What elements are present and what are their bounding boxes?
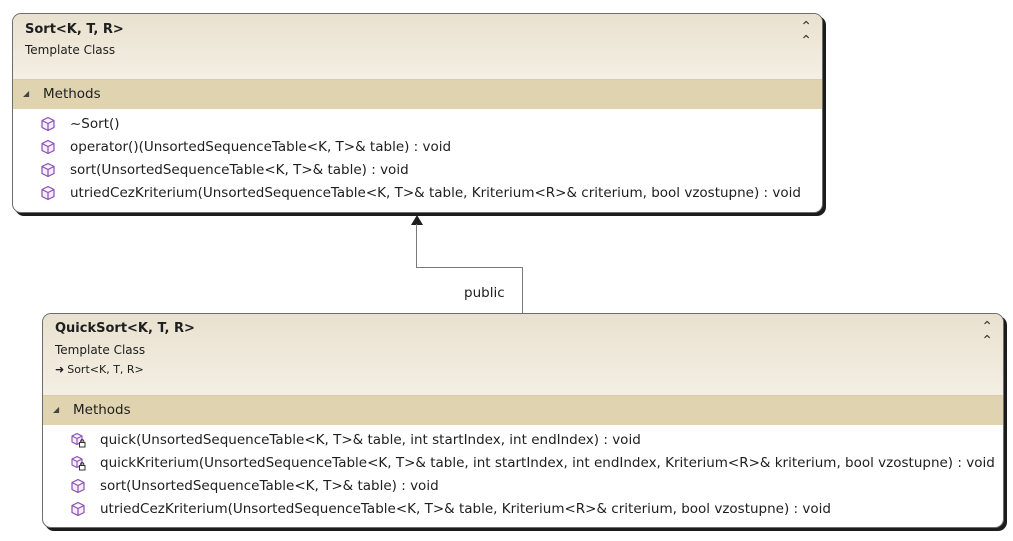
inherits-arrow-icon: ➜: [55, 363, 65, 376]
methods-list: ~Sort() operator()(UnsortedSequenceTable…: [13, 109, 822, 205]
method-icon: [41, 185, 55, 201]
method-signature: quickKriterium(UnsortedSequenceTable<K, …: [100, 455, 995, 471]
inheritance-line-vertical-lower: [522, 267, 523, 313]
base-class: ➜Sort<K, T, R>: [55, 363, 144, 376]
expand-triangle-icon[interactable]: ◢: [23, 89, 30, 98]
methods-section-header[interactable]: ◢ Methods: [43, 395, 1003, 425]
method-icon: [71, 501, 85, 517]
method-row[interactable]: quick(UnsortedSequenceTable<K, T>& table…: [43, 429, 1003, 452]
class-kind: Template Class: [25, 43, 116, 57]
inheritance-line-vertical-upper: [416, 224, 417, 268]
inheritance-arrowhead: [411, 215, 423, 225]
method-row[interactable]: operator()(UnsortedSequenceTable<K, T>& …: [13, 136, 822, 159]
method-row[interactable]: sort(UnsortedSequenceTable<K, T>& table)…: [43, 475, 1003, 498]
section-label: Methods: [43, 86, 101, 102]
private-method-icon: [71, 432, 86, 448]
method-row[interactable]: utriedCezKriterium(UnsortedSequenceTable…: [13, 182, 822, 205]
method-icon: [71, 478, 85, 494]
base-class-name: Sort<K, T, R>: [67, 363, 144, 376]
method-row[interactable]: quickKriterium(UnsortedSequenceTable<K, …: [43, 452, 1003, 475]
method-row[interactable]: sort(UnsortedSequenceTable<K, T>& table)…: [13, 159, 822, 182]
inheritance-label: public: [464, 285, 505, 301]
method-signature: quick(UnsortedSequenceTable<K, T>& table…: [100, 432, 641, 448]
section-label: Methods: [73, 402, 131, 418]
class-name: QuickSort<K, T, R>: [55, 321, 195, 336]
method-signature: utriedCezKriterium(UnsortedSequenceTable…: [70, 185, 801, 201]
method-signature: operator()(UnsortedSequenceTable<K, T>& …: [70, 139, 452, 155]
collapse-icon[interactable]: ⌃⌃: [800, 19, 812, 49]
method-signature: utriedCezKriterium(UnsortedSequenceTable…: [100, 501, 831, 517]
collapse-icon[interactable]: ⌃⌃: [981, 319, 993, 349]
method-row[interactable]: ~Sort(): [13, 113, 822, 136]
class-sort[interactable]: Sort<K, T, R> Template Class ⌃⌃ ◢ Method…: [12, 13, 823, 213]
class-kind: Template Class: [55, 343, 146, 357]
inheritance-line-horizontal: [416, 267, 523, 268]
class-header: QuickSort<K, T, R> Template Class ➜Sort<…: [43, 314, 1003, 395]
methods-list: quick(UnsortedSequenceTable<K, T>& table…: [43, 425, 1003, 521]
method-icon: [41, 139, 55, 155]
method-signature: sort(UnsortedSequenceTable<K, T>& table)…: [100, 478, 439, 494]
method-signature: sort(UnsortedSequenceTable<K, T>& table)…: [70, 162, 409, 178]
private-method-icon: [71, 455, 86, 471]
class-name: Sort<K, T, R>: [25, 22, 124, 37]
method-icon: [41, 162, 55, 178]
method-icon: [41, 116, 55, 132]
class-quicksort[interactable]: QuickSort<K, T, R> Template Class ➜Sort<…: [42, 313, 1004, 528]
method-signature: ~Sort(): [70, 116, 120, 132]
expand-triangle-icon[interactable]: ◢: [53, 405, 60, 414]
method-row[interactable]: utriedCezKriterium(UnsortedSequenceTable…: [43, 498, 1003, 521]
methods-section-header[interactable]: ◢ Methods: [13, 79, 822, 109]
class-header: Sort<K, T, R> Template Class ⌃⌃: [13, 14, 822, 79]
